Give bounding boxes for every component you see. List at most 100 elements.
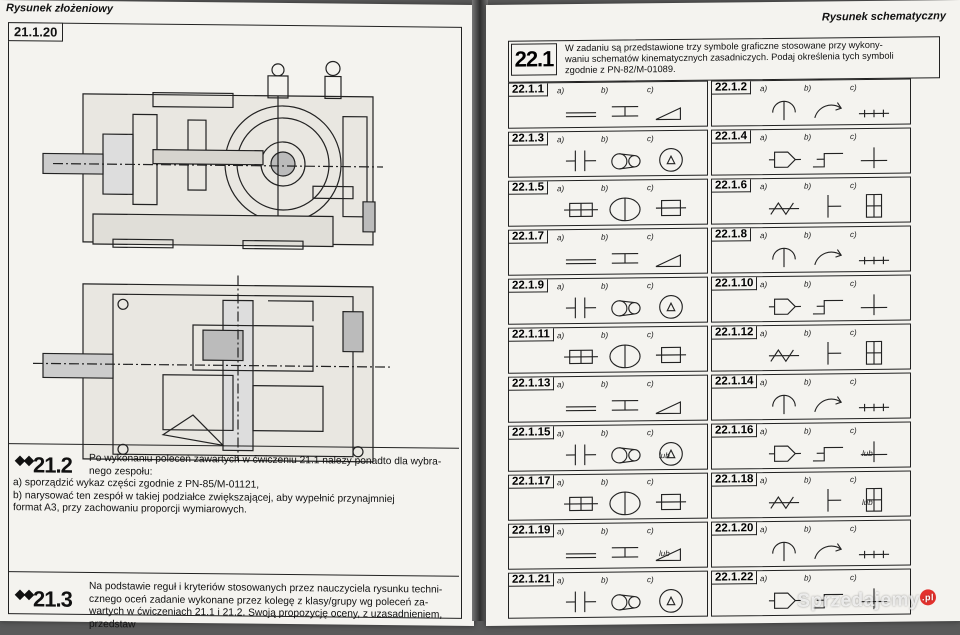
symbol-cell-id: 22.1.21 (509, 573, 554, 586)
schematic-symbol (651, 583, 691, 615)
schematic-symbol (561, 437, 601, 469)
symbol-cell-id: 22.1.18 (712, 473, 757, 486)
symbol-cell-id: 22.1.16 (712, 424, 757, 437)
schematic-symbol (605, 142, 645, 174)
symbol-cell-id: 22.1.10 (712, 277, 757, 290)
symbol-cell-id: 22.1.5 (509, 181, 548, 194)
symbol-cell-id: 22.1.9 (509, 279, 548, 292)
schematic-symbol (561, 388, 601, 420)
schematic-symbol (561, 143, 601, 175)
schematic-symbol (808, 140, 848, 172)
schematic-symbol (605, 191, 645, 223)
lub-label: lub (862, 498, 873, 507)
schematic-symbol (808, 434, 848, 466)
lub-label: lub (862, 449, 873, 458)
watermark-text: Sprzedajemy (797, 589, 920, 611)
right-page: Rysunek schematyczny 22.1 W zadaniu są p… (486, 0, 960, 626)
figure-frame: 21.1.20 (8, 22, 462, 619)
schematic-symbol (854, 91, 894, 123)
schematic-symbol (808, 483, 848, 515)
schematic-symbol (605, 93, 645, 125)
symbol-cell-id: 22.1.6 (712, 179, 751, 192)
figure-label: 21.1.20 (8, 22, 63, 42)
schematic-symbol (764, 190, 804, 222)
schematic-symbol (854, 532, 894, 564)
page-header-right: Rysunek schematyczny (822, 10, 946, 23)
symbol-cell-id: 22.1.2 (712, 81, 751, 94)
schematic-symbol (605, 338, 645, 370)
symbol-cell-id: 22.1.14 (712, 375, 757, 388)
schematic-symbol (651, 93, 691, 125)
schematic-symbol (808, 336, 848, 368)
schematic-symbol (764, 288, 804, 320)
schematic-symbol (854, 336, 894, 368)
schematic-symbol (854, 189, 894, 221)
schematic-symbol (651, 387, 691, 419)
schematic-symbol (764, 484, 804, 516)
schematic-symbol (764, 141, 804, 173)
schematic-symbol (651, 485, 691, 517)
schematic-symbol (561, 241, 601, 273)
schematic-symbol (651, 338, 691, 370)
schematic-symbol (651, 191, 691, 223)
schematic-symbol (605, 583, 645, 615)
schematic-symbol (764, 386, 804, 418)
schematic-symbol (764, 337, 804, 369)
schematic-symbol (854, 238, 894, 270)
schematic-symbol (605, 436, 645, 468)
task-number: 22.1 (511, 43, 557, 75)
schematic-symbol (854, 483, 894, 515)
left-page: Rysunek złożeniowy 21.1.20 (0, 0, 474, 626)
schematic-symbol (651, 240, 691, 272)
schematic-symbol (561, 94, 601, 126)
schematic-symbol (764, 92, 804, 124)
watermark: Sprzedajemy.pl (797, 589, 936, 612)
task-text: W zadaniu są przedstawione trzy symbole … (565, 39, 935, 76)
schematic-symbol (561, 584, 601, 616)
symbol-cell-id: 22.1.7 (509, 230, 548, 243)
schematic-symbol (854, 287, 894, 319)
exercise-text: Na podstawie reguł i kryteriów stosowany… (89, 581, 459, 635)
exercise-21-3: ◆◆21.3 Na podstawie reguł i kryteriów st… (9, 571, 459, 619)
symbol-cell-id: 22.1.19 (509, 524, 554, 537)
schematic-symbol (561, 290, 601, 322)
watermark-badge: .pl (920, 589, 936, 605)
symbol-cell-id: 22.1.1 (509, 83, 548, 96)
lub-label: lub (659, 549, 670, 558)
symbol-cell-id: 22.1.17 (509, 475, 554, 488)
schematic-symbol (808, 238, 848, 270)
page-header-left: Rysunek złożeniowy (6, 2, 113, 15)
schematic-symbol (764, 239, 804, 271)
schematic-symbol (561, 535, 601, 567)
exercise-text: Po wykonaniu poleceń zawartych w ćwiczen… (9, 452, 458, 519)
difficulty-stars: ◆◆ (15, 586, 33, 601)
symbol-cell-id: 22.1.11 (509, 328, 554, 341)
schematic-symbol (651, 534, 691, 566)
schematic-symbol (651, 142, 691, 174)
gearbox-assembly-drawing (13, 53, 453, 468)
exercise-number: ◆◆21.3 (15, 586, 72, 613)
symbol-cell-id: 22.1.22 (712, 571, 757, 584)
schematic-symbol (605, 289, 645, 321)
schematic-symbol (561, 192, 601, 224)
schematic-symbol (808, 287, 848, 319)
symbol-cell-id: 22.1.13 (509, 377, 554, 390)
schematic-symbol (808, 189, 848, 221)
schematic-symbol (605, 240, 645, 272)
schematic-symbol (605, 534, 645, 566)
